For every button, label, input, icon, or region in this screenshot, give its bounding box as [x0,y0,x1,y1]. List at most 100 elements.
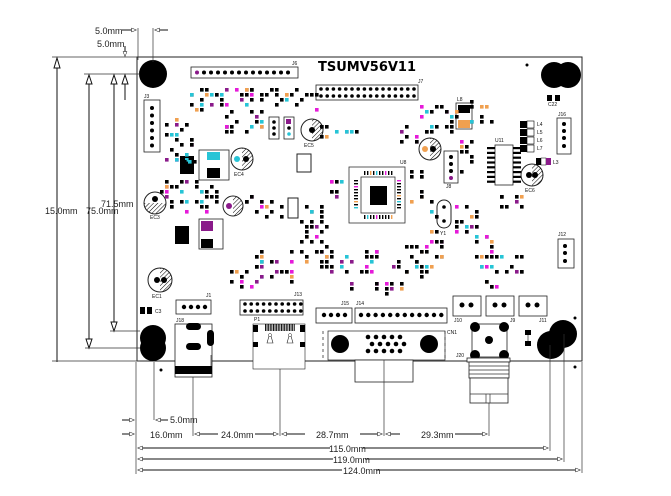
smd-pad [320,220,324,224]
smd-pad [190,93,194,97]
header-pin [286,70,290,75]
smd-pad [185,200,189,204]
svg-text:P1: P1 [254,317,260,323]
smd-pad [235,120,239,124]
smd-pad [165,158,169,162]
smd-pad [210,195,214,199]
smd-pad [320,210,324,214]
smd-pad [335,180,339,184]
connector-j11: J11 [518,295,548,324]
smd-pad [420,175,424,179]
hdmi-pin [265,324,266,331]
smd-pad [320,205,324,209]
smd-pad [200,205,204,209]
cap-ec7 [418,137,442,161]
smd-pad [290,275,294,279]
smd-pad [245,130,249,134]
header-pin [251,70,255,75]
header-pin [280,309,285,313]
connector-j16: J16 [556,112,572,155]
header-pin [237,70,241,75]
smd-pad [175,118,179,122]
svg-text:J3: J3 [144,94,150,100]
header-pin [431,312,437,318]
header-pin [375,87,379,91]
smd-pad [430,130,434,134]
smd-pad [480,115,484,119]
smd-pad [230,280,234,284]
smd-pad [460,145,464,149]
connector-j15: J15 [315,301,353,324]
smd-pad [405,135,409,139]
header-pin [331,87,336,91]
smd-pad [180,128,184,132]
smd-pad [300,240,304,244]
connector-j9: J9 [485,295,516,324]
smd-pad [270,200,274,204]
header-pin [265,70,269,75]
ic-pin [388,171,390,175]
header-pin [368,87,373,91]
smd-pad [225,88,229,92]
header-pin [331,94,336,98]
svg-text:J7: J7 [418,79,424,85]
ic-pin [391,171,393,175]
smd-pad [485,235,489,239]
smd-pad [520,205,524,209]
header-pin [261,302,266,306]
smd-pad [175,153,179,157]
header-pin [356,94,361,98]
smd-pad [365,265,369,269]
smd-pad [455,225,459,229]
smd-pad [240,98,244,102]
smd-pad [230,270,234,274]
header-pin [150,136,154,140]
svg-text:J8: J8 [446,184,452,190]
smd-pad [230,110,234,114]
smd-pad [220,103,224,107]
dim-label-board-height: 75.0mm [86,206,119,216]
header-pin [375,94,379,98]
smd-pad [330,265,334,269]
smd-pad [240,93,244,97]
smd-pad [285,98,289,102]
hdmi-pin [271,324,273,331]
header-pin [402,312,407,318]
ic-pin [370,171,372,175]
connector-j12: J12 [557,232,575,269]
svg-text:J12: J12 [558,232,566,238]
svg-text:CN1: CN1 [447,330,457,336]
smd-pad [175,133,179,137]
smd-pad [320,125,324,129]
ic-pin [370,215,372,219]
smd-pad [485,105,489,109]
smd-pad [320,135,324,139]
cap-c22: C22 [547,95,560,108]
smd-pad [425,270,429,274]
vga-pin [365,334,371,340]
smd-pad [430,265,434,269]
svg-text:EC1: EC1 [152,294,162,300]
smd-pad [495,270,499,274]
smd-pad [305,235,309,239]
smd-pad [250,110,254,114]
smd-pad [260,250,264,254]
smd-pad [500,195,504,199]
ic-pin [376,215,378,219]
smd-pad [260,265,264,269]
svg-text:U11: U11 [495,138,504,144]
smd-pad [265,93,269,97]
smd-pad [385,287,389,291]
ic-pin [397,207,401,209]
inductor-top [198,149,230,181]
smd-pad [305,205,309,209]
smd-pad [505,205,509,209]
smd-pad [280,270,284,274]
header-pin [366,312,371,318]
ic-u6: U8 [348,160,407,224]
smd-component-clusters [160,88,524,296]
smd-pad [255,255,259,259]
header-pin [243,309,247,313]
svg-text:EC5: EC5 [304,143,314,149]
connector-j14: J14 [354,301,448,324]
